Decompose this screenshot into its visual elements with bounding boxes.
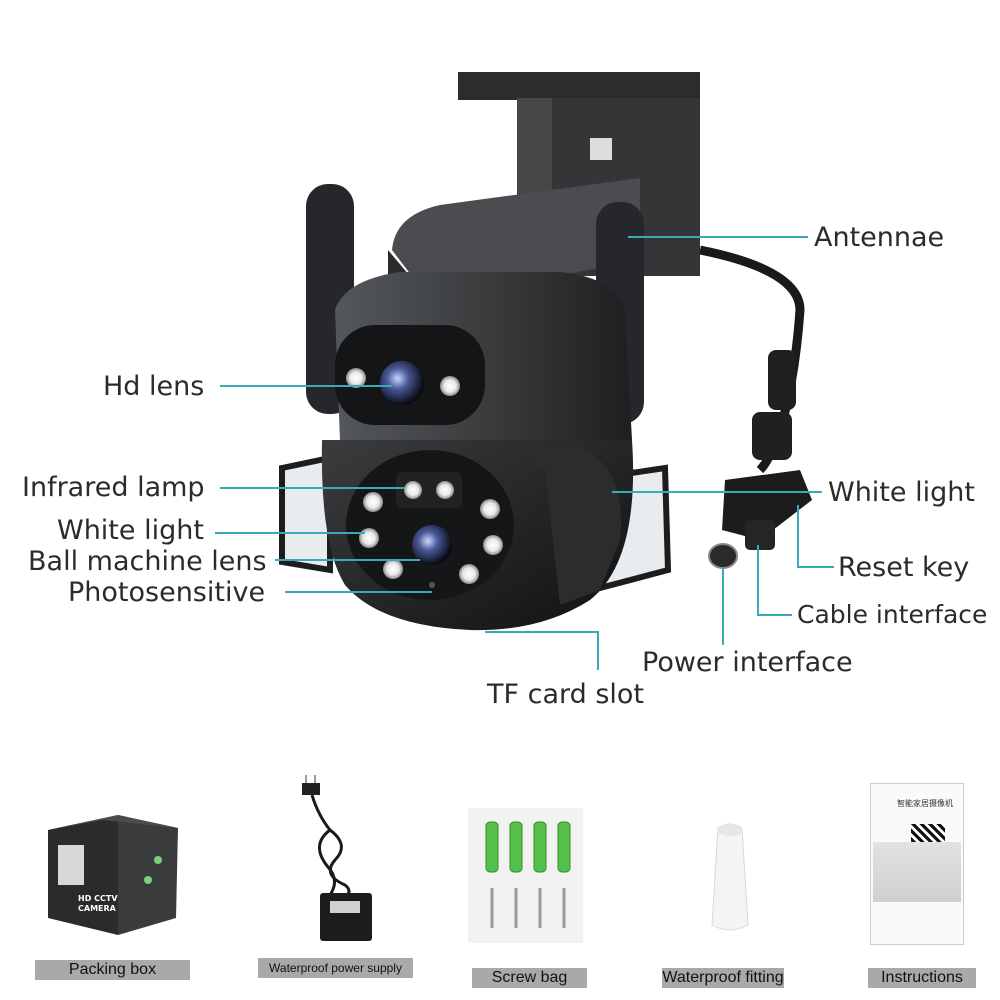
instructions-title: 智能家居摄像机 (897, 799, 953, 808)
label-reset-key: Reset key (838, 552, 970, 583)
cable-connectors (708, 350, 812, 569)
left-light-bar (279, 454, 333, 574)
waterproof-fitting-graphic (711, 823, 749, 931)
packing-box-graphic (48, 815, 178, 935)
label-white-light-right: White light (828, 477, 975, 508)
instructions-graphic: 智能家居摄像机 (870, 783, 964, 945)
screw-bag-graphic (468, 808, 583, 943)
label-antennae: Antennae (814, 222, 945, 253)
caption-power-supply: Waterproof power supply (258, 958, 413, 978)
caption-instructions: Instructions (868, 968, 976, 988)
label-infrared-lamp: Infrared lamp (22, 472, 205, 503)
label-cable-interface: Cable interface (797, 600, 988, 629)
ball-lens-graphic (412, 525, 452, 565)
label-hd-lens: Hd lens (103, 371, 205, 402)
label-ball-machine-lens: Ball machine lens (28, 546, 267, 577)
ir-lamp-left (404, 481, 422, 499)
instructions-photo (873, 842, 961, 902)
ir-lamp-right (436, 481, 454, 499)
upper-led-right (440, 376, 460, 396)
label-power-interface: Power interface (642, 647, 853, 678)
photosensor-dot (429, 582, 435, 588)
label-tf-card-slot: TF card slot (487, 679, 645, 710)
power-supply-graphic (302, 775, 372, 941)
caption-waterproof-fitting: Waterproof fitting (662, 968, 784, 988)
caption-screw-bag: Screw bag (472, 968, 587, 988)
packing-box-text: HD CCTV CAMERA (78, 894, 118, 913)
label-photosensitive: Photosensitive (68, 577, 266, 608)
lower-white-leds (359, 492, 503, 584)
leader-lines (215, 236, 834, 670)
lower-right-housing (510, 446, 622, 605)
packing-box-item: HD CCTV CAMERA (48, 800, 178, 935)
upper-led-left (346, 368, 366, 388)
ir-lamp-module (396, 472, 462, 508)
caption-packing-box: Packing box (35, 960, 190, 980)
hd-lens-graphic (380, 361, 424, 405)
label-white-light-left: White light (57, 515, 204, 546)
